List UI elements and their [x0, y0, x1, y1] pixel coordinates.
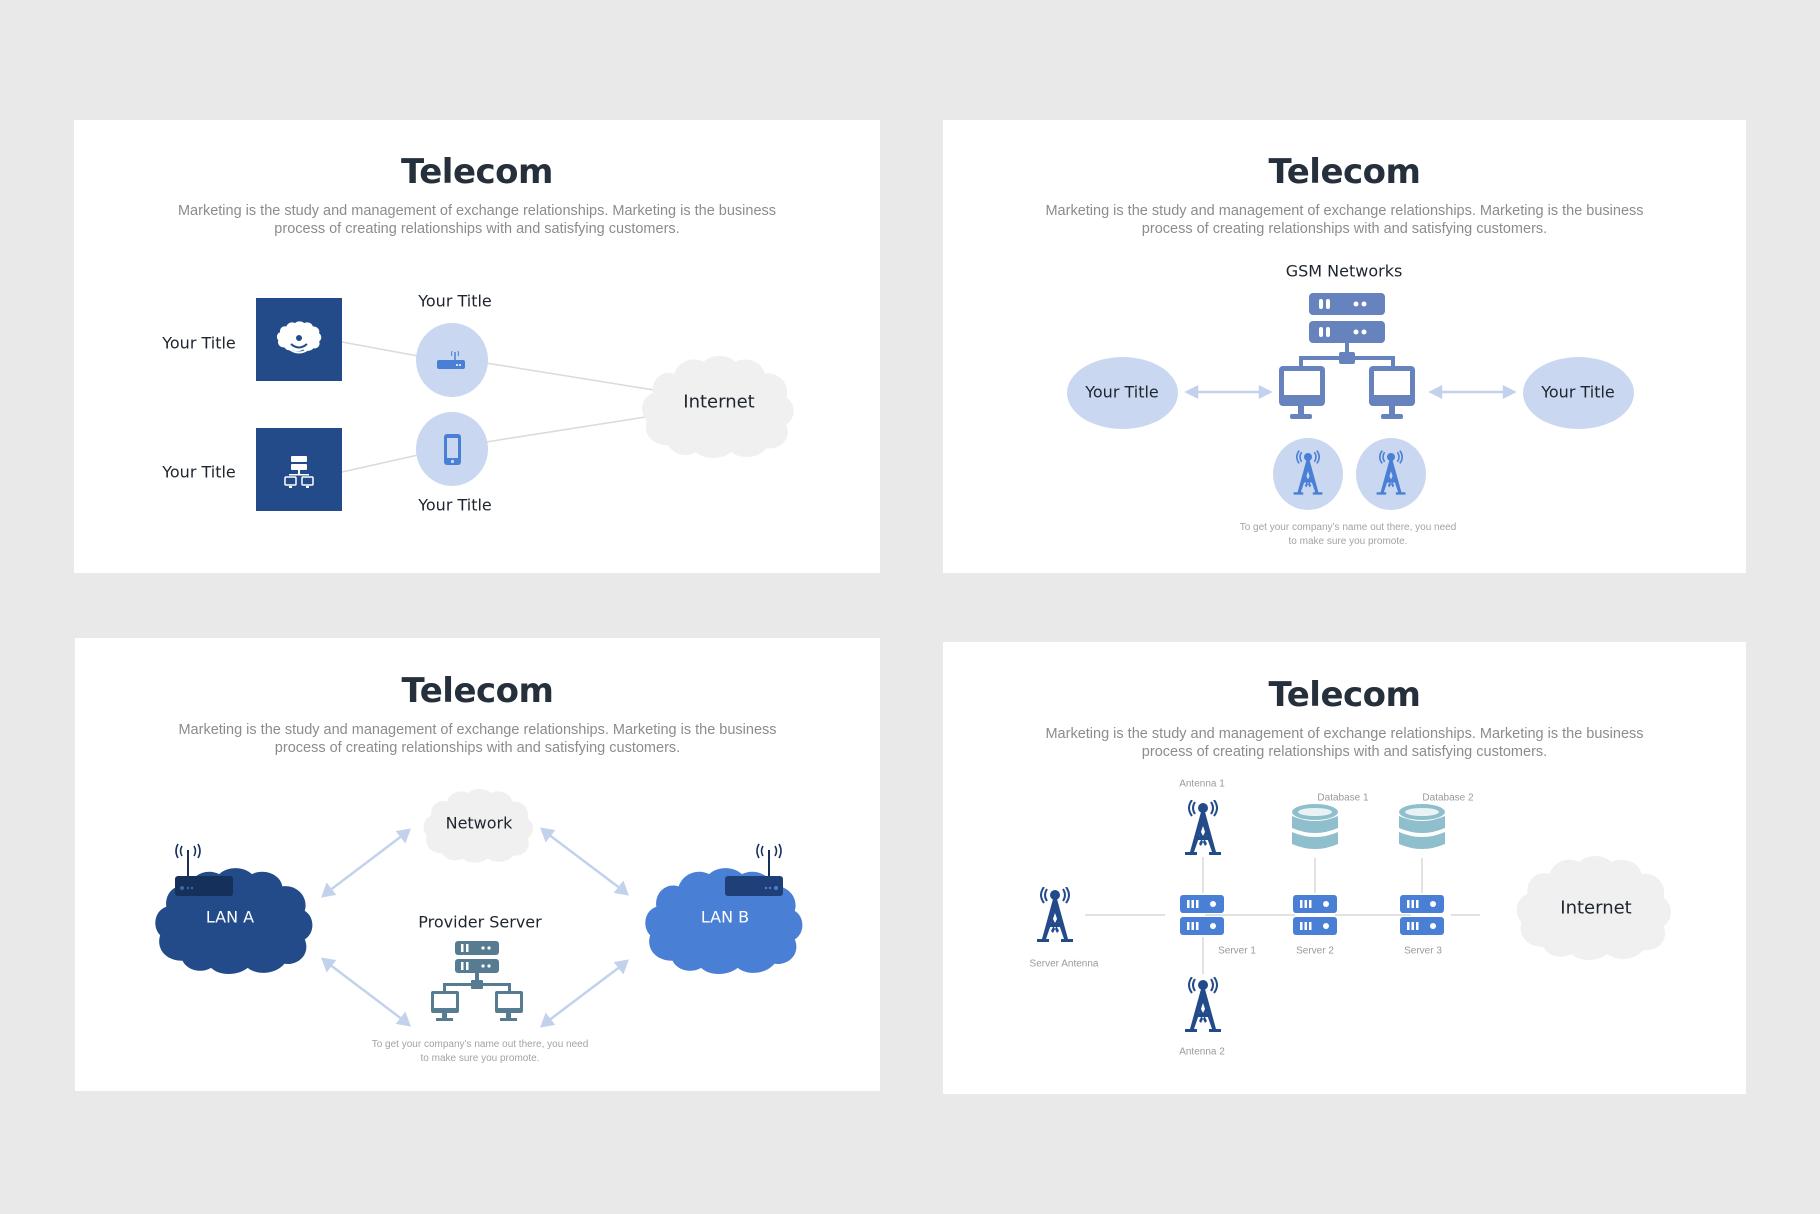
- slide-subtitle: Marketing is the study and management of…: [943, 202, 1746, 238]
- slide-subtitle: Marketing is the study and management of…: [943, 725, 1746, 761]
- lan-a-router-icon: [175, 843, 233, 896]
- slide-subtitle: Marketing is the study and management of…: [74, 202, 880, 238]
- provider-server-label: Provider Server: [418, 912, 542, 932]
- lan-a-label: LAN A: [205, 907, 255, 927]
- left-ellipse-label: Your Title: [1085, 382, 1159, 402]
- server-network-icon: [284, 456, 314, 488]
- internet-label: Internet: [683, 391, 755, 413]
- slide-title: Telecom: [1268, 152, 1421, 192]
- slide-4: Telecom Marketing is the study and manag…: [943, 642, 1746, 1094]
- router-circle: [416, 323, 488, 397]
- server-2-label: Server 2: [1296, 945, 1334, 957]
- antenna-1-label: Antenna 1: [1179, 778, 1225, 790]
- slide-title: Telecom: [1268, 675, 1421, 715]
- subtitle-line: Marketing is the study and management of…: [1045, 203, 1644, 219]
- smartphone-circle: [416, 412, 488, 486]
- slide-subtitle: Marketing is the study and management of…: [75, 721, 880, 757]
- gsm-network-diagram: [1184, 293, 1517, 419]
- antenna-tower-icon: [1375, 450, 1407, 496]
- network-cloud-label: Network: [445, 813, 513, 833]
- slide-3: Telecom Marketing is the study and manag…: [75, 638, 880, 1091]
- antenna-2-label: Antenna 2: [1179, 1046, 1225, 1058]
- subtitle-line: Marketing is the study and management of…: [178, 722, 777, 738]
- antenna-circle-2: [1356, 438, 1426, 510]
- database-2-label: Database 2: [1422, 792, 1474, 804]
- server-icon: [1309, 293, 1385, 343]
- caption-line: to make sure you promote.: [420, 1053, 540, 1064]
- internet-cloud: [642, 355, 794, 459]
- database-1-icon: [1292, 804, 1338, 849]
- router-icon: [437, 350, 465, 369]
- slide-1: Telecom Marketing is the study and manag…: [74, 120, 880, 573]
- smartphone-icon: [444, 434, 461, 465]
- server-antenna-icon: [1036, 887, 1074, 943]
- subtitle-line: Marketing is the study and management of…: [1045, 726, 1644, 742]
- server-antenna-label: Server Antenna: [1029, 958, 1099, 970]
- caption-line: To get your company’s name out there, yo…: [371, 1039, 589, 1050]
- subtitle-line: process of creating relationships with a…: [274, 221, 680, 237]
- antenna-1-icon: [1184, 800, 1222, 856]
- antenna-circle-1: [1273, 438, 1343, 510]
- middle-top-label: Your Title: [418, 291, 492, 311]
- server-1-label: Server 1: [1218, 945, 1256, 957]
- caption-line: to make sure you promote.: [1288, 536, 1408, 547]
- slide-2: Telecom Marketing is the study and manag…: [943, 120, 1746, 573]
- left-label-1: Your Title: [162, 333, 236, 353]
- antenna-2-icon: [1184, 977, 1222, 1033]
- cloud-wifi-icon: [276, 321, 322, 354]
- right-ellipse-label: Your Title: [1541, 382, 1615, 402]
- slide-title: Telecom: [401, 152, 553, 192]
- provider-caption: To get your company’s name out there, yo…: [372, 1038, 589, 1066]
- subtitle-line: process of creating relationships with a…: [1141, 221, 1548, 237]
- server-3-label: Server 3: [1404, 945, 1442, 957]
- left-label-2: Your Title: [162, 462, 236, 482]
- caption-line: To get your company’s name out there, yo…: [1239, 522, 1457, 533]
- cloud-wifi-tile: [256, 298, 342, 381]
- lan-b-label: LAN B: [700, 907, 750, 927]
- database-2-icon: [1399, 804, 1445, 849]
- server-network-tile: [256, 428, 342, 511]
- subtitle-line: process of creating relationships with a…: [1141, 744, 1548, 760]
- lan-diagram: [155, 788, 803, 1028]
- connector-lines: [341, 341, 655, 473]
- middle-bottom-label: Your Title: [418, 495, 492, 515]
- gsm-caption: To get your company’s name out there, yo…: [1240, 521, 1457, 549]
- subtitle-line: Marketing is the study and management of…: [177, 203, 777, 219]
- server-topology-diagram: [1036, 800, 1671, 1033]
- lan-b-router-icon: [725, 843, 783, 896]
- internet-label: Internet: [1560, 897, 1632, 919]
- left-title-ellipse: [1067, 357, 1178, 429]
- right-title-ellipse: [1523, 357, 1634, 429]
- subtitle-line: process of creating relationships with a…: [274, 740, 681, 756]
- antenna-tower-icon: [1292, 450, 1324, 496]
- gsm-networks-label: GSM Networks: [1285, 261, 1403, 281]
- slide-title: Telecom: [401, 671, 554, 711]
- provider-server-icon: [431, 941, 523, 1021]
- database-1-label: Database 1: [1317, 792, 1369, 804]
